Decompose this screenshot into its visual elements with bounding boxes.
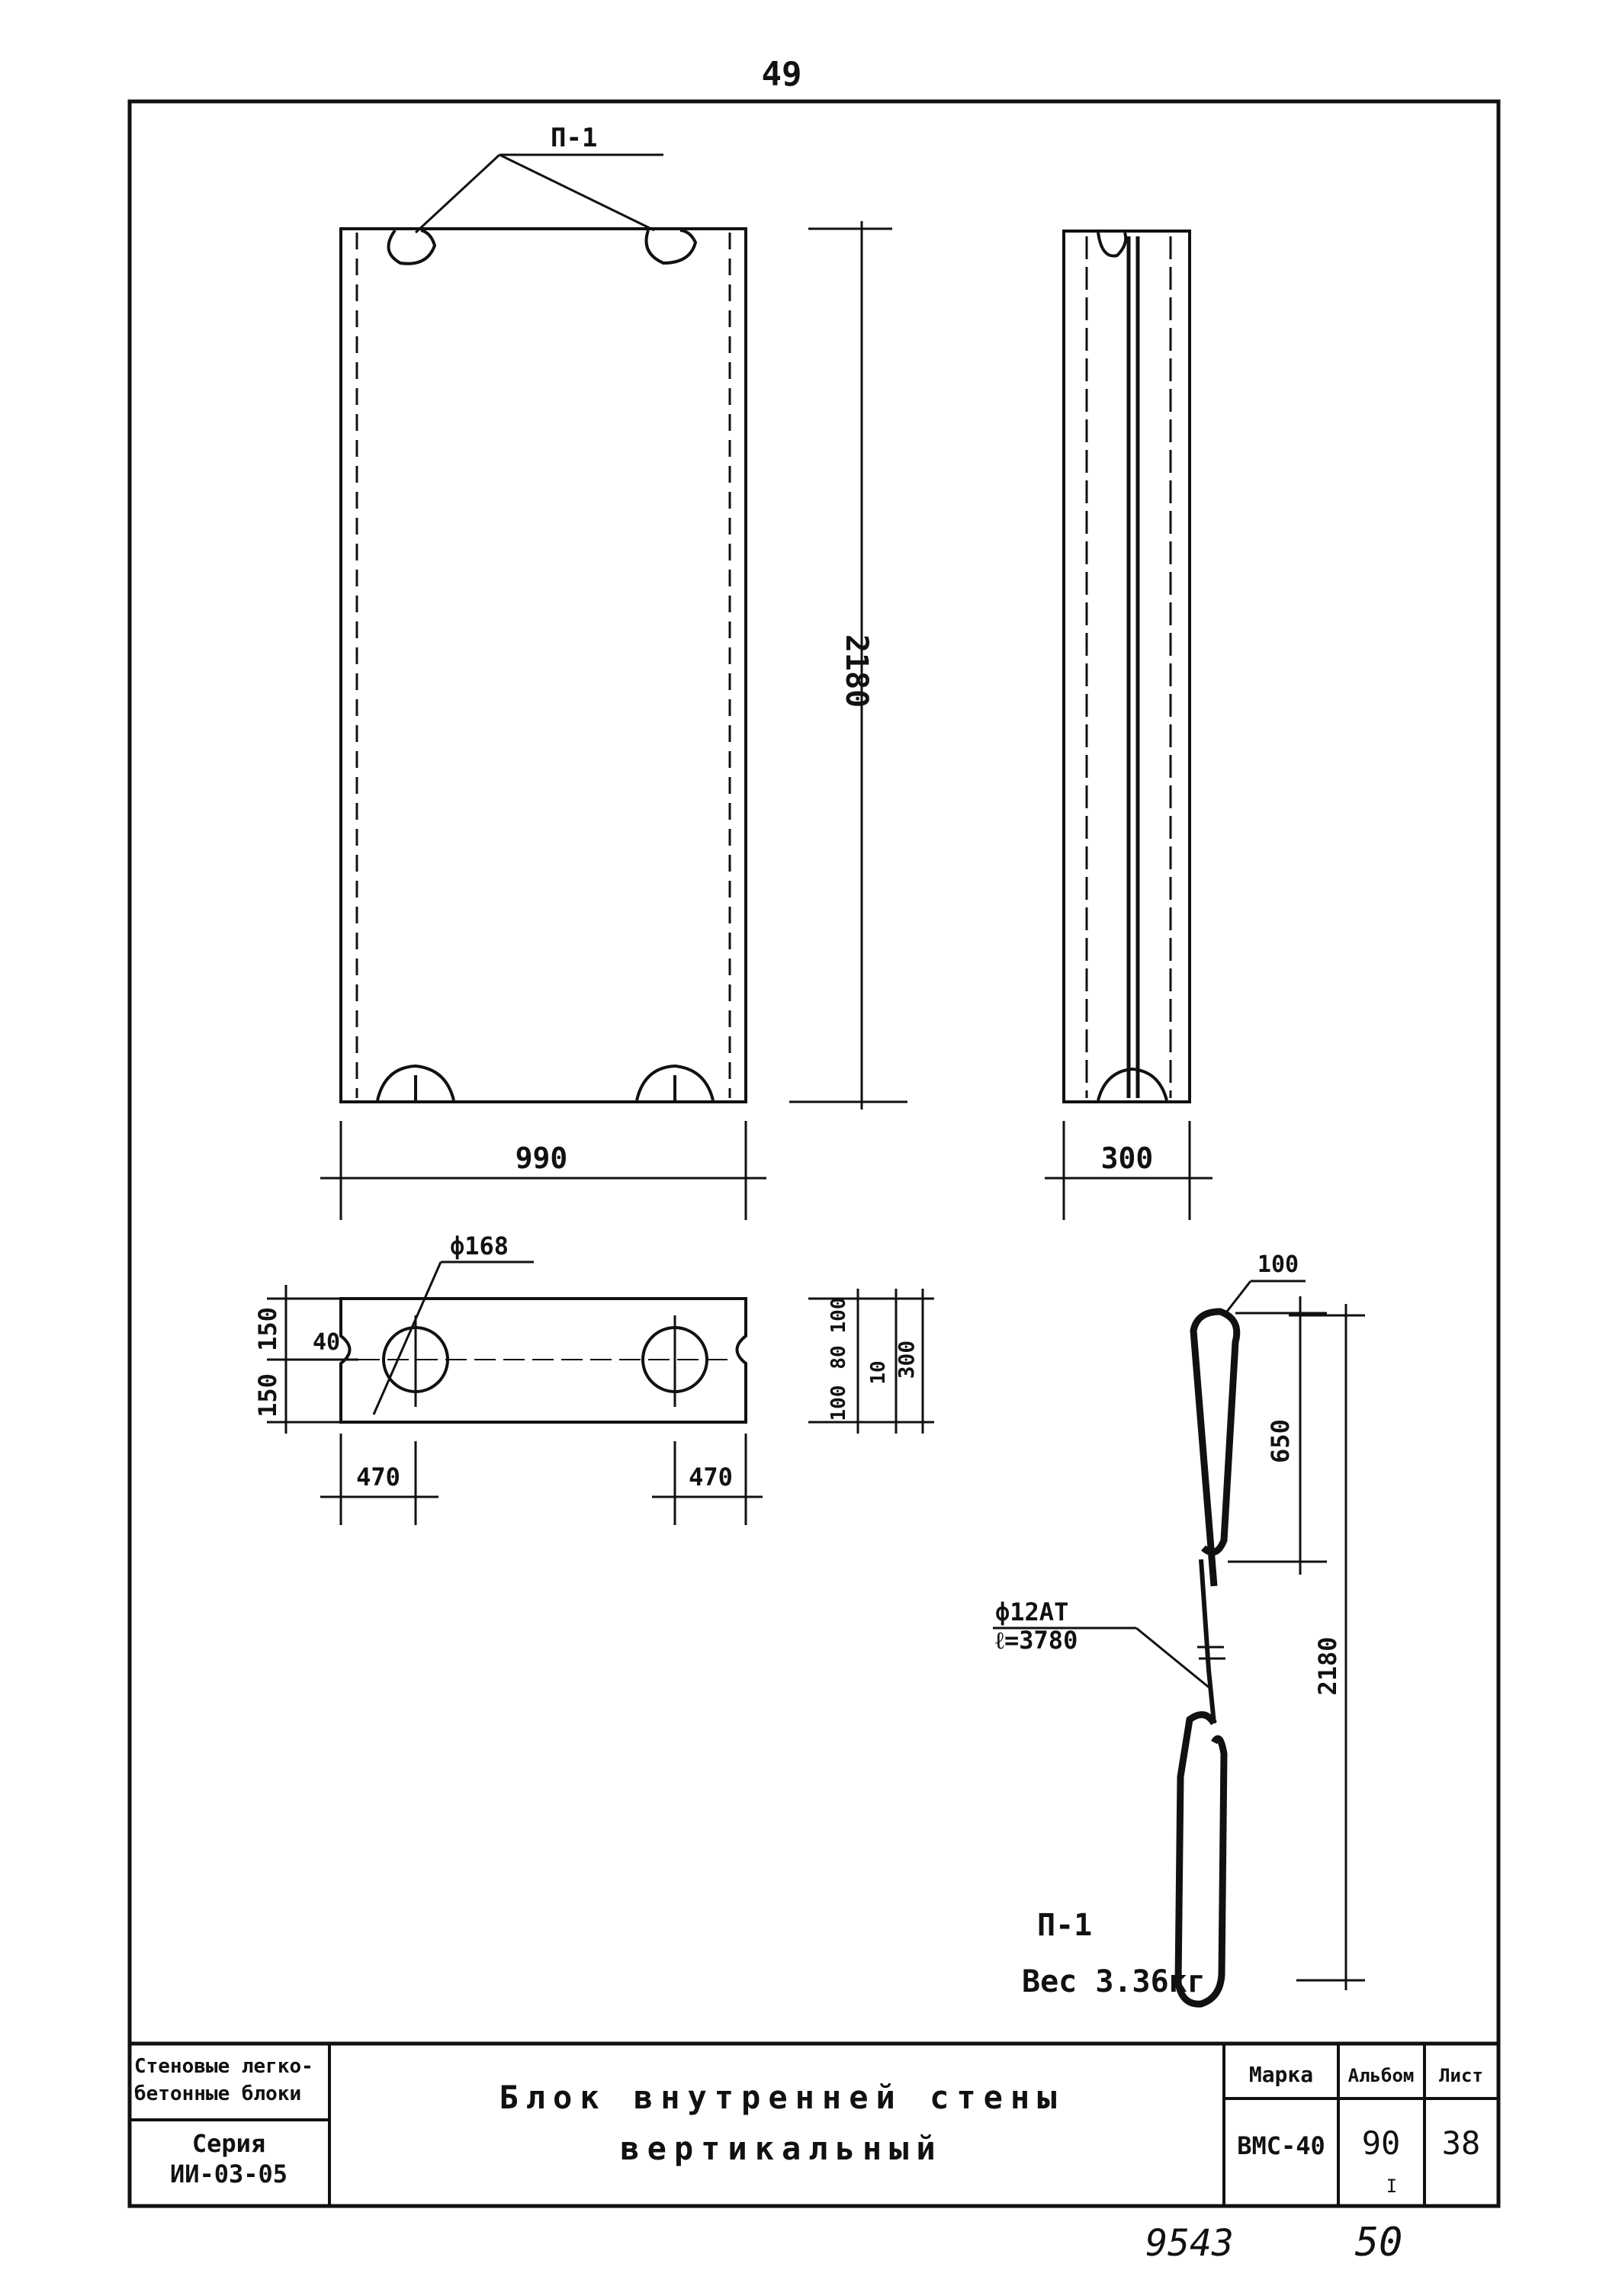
bottom-right-number: 50 xyxy=(1355,2220,1403,2265)
drawing-title-line2: вертикальный xyxy=(620,2130,943,2167)
col-mark-header: Марка xyxy=(1249,2062,1313,2087)
plan-view-outline xyxy=(339,1297,747,1424)
front-view-outline xyxy=(339,227,747,1103)
page-number-top: 49 xyxy=(762,55,802,94)
plan-bottom-dim-2: 470 xyxy=(689,1463,733,1492)
plan-notch-dim: 40 xyxy=(313,1329,340,1356)
lifting-loop-top-right xyxy=(644,229,698,265)
plan-view: ф168 150 150 40 470 470 xyxy=(253,1231,763,1525)
loop-callout-leader-2 xyxy=(499,153,655,232)
segment-dim-value: 650 xyxy=(1266,1419,1295,1463)
drawing-title-line1: Блок внутренней стены xyxy=(499,2079,1064,2116)
front-view: П-1 2180 990 xyxy=(320,123,907,1220)
loop-detail: 100 650 2180 ф12АТ ℓ=3780 П-1 Вес 3.36кг xyxy=(993,1251,1365,2008)
bar-spec-line1: ф12АТ xyxy=(995,1598,1068,1626)
series-value: ИИ-03-05 xyxy=(170,2160,287,2188)
side-view-loop-bottom xyxy=(1097,1067,1168,1101)
section-dim-4: 10 xyxy=(867,1360,890,1384)
sheet-value: 38 xyxy=(1442,2124,1481,2162)
album-sub: I xyxy=(1386,2176,1397,2197)
side-view-loop-top xyxy=(1097,232,1128,258)
loop-detail-shaft xyxy=(1199,1559,1216,1724)
mark-value: ВМС-40 xyxy=(1237,2131,1325,2160)
lifting-loop-bottom-left xyxy=(376,1064,455,1101)
bar-spec-line2: ℓ=3780 xyxy=(995,1626,1078,1655)
width-dim-value: 990 xyxy=(516,1142,568,1175)
title-block: Стеновые легко- бетонные блоки Серия ИИ-… xyxy=(130,2041,1498,2206)
hole-dia-leader xyxy=(372,1261,442,1415)
sheet-frame xyxy=(127,99,1501,2208)
album-value: 90 xyxy=(1362,2124,1401,2162)
section-dim-1: 100 xyxy=(827,1386,850,1421)
section-dim-2: 80 xyxy=(827,1345,850,1369)
height-dim-value: 2180 xyxy=(839,634,874,708)
category-line2: бетонные блоки xyxy=(134,2082,301,2105)
loop-callout-leader-1 xyxy=(414,153,501,234)
total-dim-value: 2180 xyxy=(1313,1636,1342,1695)
side-width-dim-value: 300 xyxy=(1101,1142,1154,1175)
section-dim-5: 300 xyxy=(894,1341,919,1379)
loop-detail-name: П-1 xyxy=(1037,1908,1092,1943)
loop-top-leader xyxy=(1222,1280,1252,1316)
loop-callout-label: П-1 xyxy=(551,123,597,153)
loop-detail-weight: Вес 3.36кг xyxy=(1022,1964,1206,1999)
side-view-outline xyxy=(1062,230,1191,1103)
plan-left-dim-1: 150 xyxy=(253,1373,282,1418)
loop-detail-upper xyxy=(1190,1308,1241,1587)
lifting-loop-bottom-right xyxy=(635,1064,715,1101)
section-dims: 100 80 100 10 300 xyxy=(808,1289,934,1434)
plan-bottom-dim-1: 470 xyxy=(356,1463,400,1492)
lifting-loop-top-left xyxy=(387,229,437,265)
col-album-header: Альбом xyxy=(1348,2065,1415,2086)
loop-top-dim: 100 xyxy=(1257,1251,1299,1278)
loop-detail-lower xyxy=(1174,1711,1228,2008)
col-sheet-header: Лист xyxy=(1439,2065,1483,2086)
section-dim-3: 100 xyxy=(827,1298,850,1334)
side-view: 300 xyxy=(1045,230,1212,1220)
series-label: Серия xyxy=(192,2129,265,2158)
bar-spec-leader-2 xyxy=(1135,1626,1212,1691)
hole-dia-label: ф168 xyxy=(450,1231,509,1260)
category-line1: Стеновые легко- xyxy=(134,2055,313,2078)
plan-left-dim-2: 150 xyxy=(253,1307,282,1351)
bottom-left-number: 9543 xyxy=(1145,2222,1234,2265)
